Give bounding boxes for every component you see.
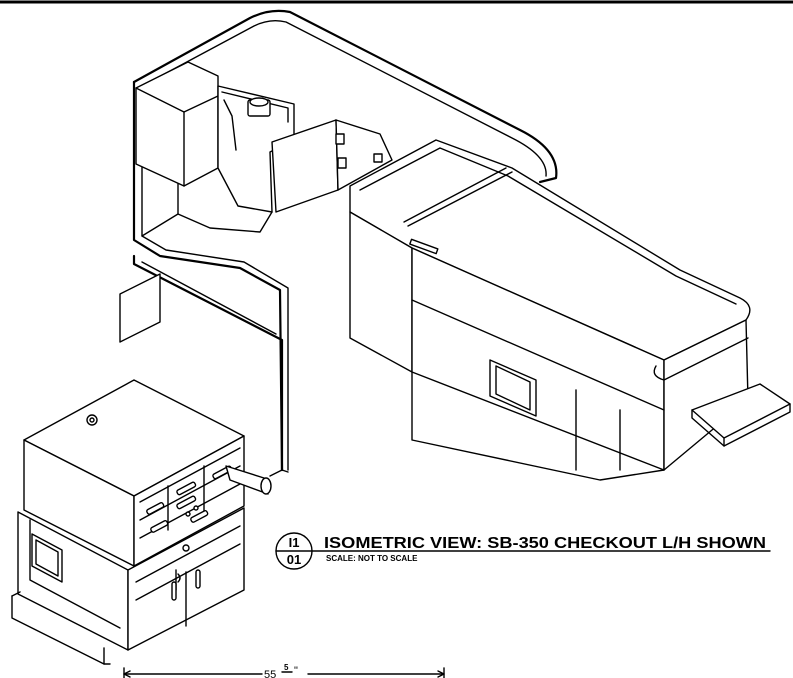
detail-number: I1 (289, 535, 300, 550)
counter-box-left (135, 61, 219, 187)
sheet-number: 01 (287, 552, 301, 567)
checkout-lane-body (349, 139, 791, 481)
payment-panel (271, 119, 393, 213)
scanner-bay (217, 85, 295, 213)
rear-counter-shell (132, 9, 558, 473)
register-cabinet (11, 379, 272, 665)
width-dimension: 55 5 " (123, 663, 445, 678)
dimension-fraction: 5 (284, 663, 289, 672)
dimension-value: 55 (264, 669, 276, 678)
detail-callout: I1 01 ISOMETRIC VIEW: SB-350 CHECKOUT L/… (275, 532, 771, 570)
partition-panel (119, 254, 284, 477)
dimension-unit: " (294, 665, 298, 677)
scale-note: SCALE: NOT TO SCALE (326, 554, 418, 563)
callout-title: ISOMETRIC VIEW: SB-350 CHECKOUT L/H SHOW… (324, 535, 766, 552)
